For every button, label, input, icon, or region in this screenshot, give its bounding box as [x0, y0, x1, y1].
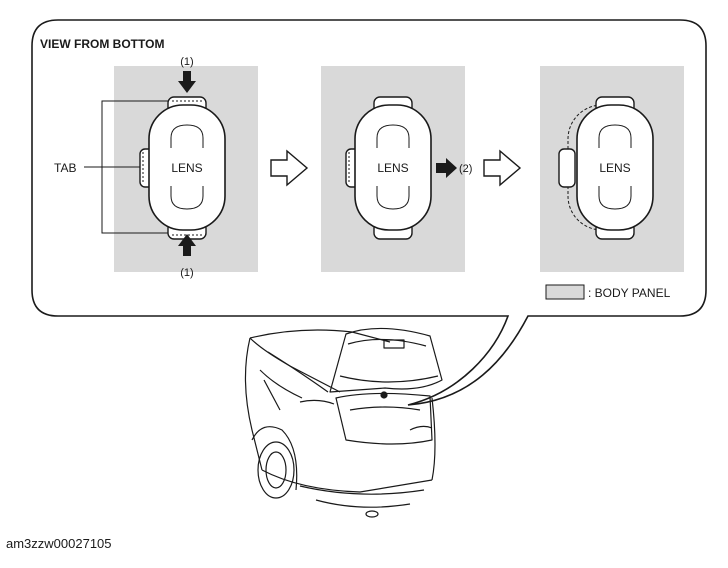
lens-label-3: LENS [599, 161, 630, 175]
sequence-arrow-2 [483, 149, 522, 187]
view-heading: VIEW FROM BOTTOM [40, 37, 164, 51]
step-1-top-label: (1) [180, 56, 193, 68]
step-1-panel: LENS (1) (1) TAB [54, 56, 258, 279]
reference-code: am3zzw00027105 [6, 536, 112, 551]
trunk-lid [329, 327, 443, 393]
step-3-panel: LENS [540, 66, 684, 272]
step-2-label: (2) [459, 163, 472, 175]
push-up-arrow [178, 234, 196, 256]
step-2-panel: LENS (2) [321, 66, 472, 272]
lens-label-1: LENS [171, 161, 202, 175]
tab-leader [84, 100, 168, 234]
push-right-arrow [436, 158, 457, 178]
step-1-bottom-label: (1) [180, 267, 193, 279]
tab-label: TAB [54, 161, 76, 175]
lens-label-2: LENS [377, 161, 408, 175]
lens-location-marker [380, 391, 388, 399]
sequence-arrow-1 [270, 149, 309, 187]
legend-label: : BODY PANEL [588, 286, 671, 300]
car-illustration [244, 327, 443, 518]
push-down-arrow [178, 71, 196, 93]
legend-swatch [545, 284, 585, 300]
